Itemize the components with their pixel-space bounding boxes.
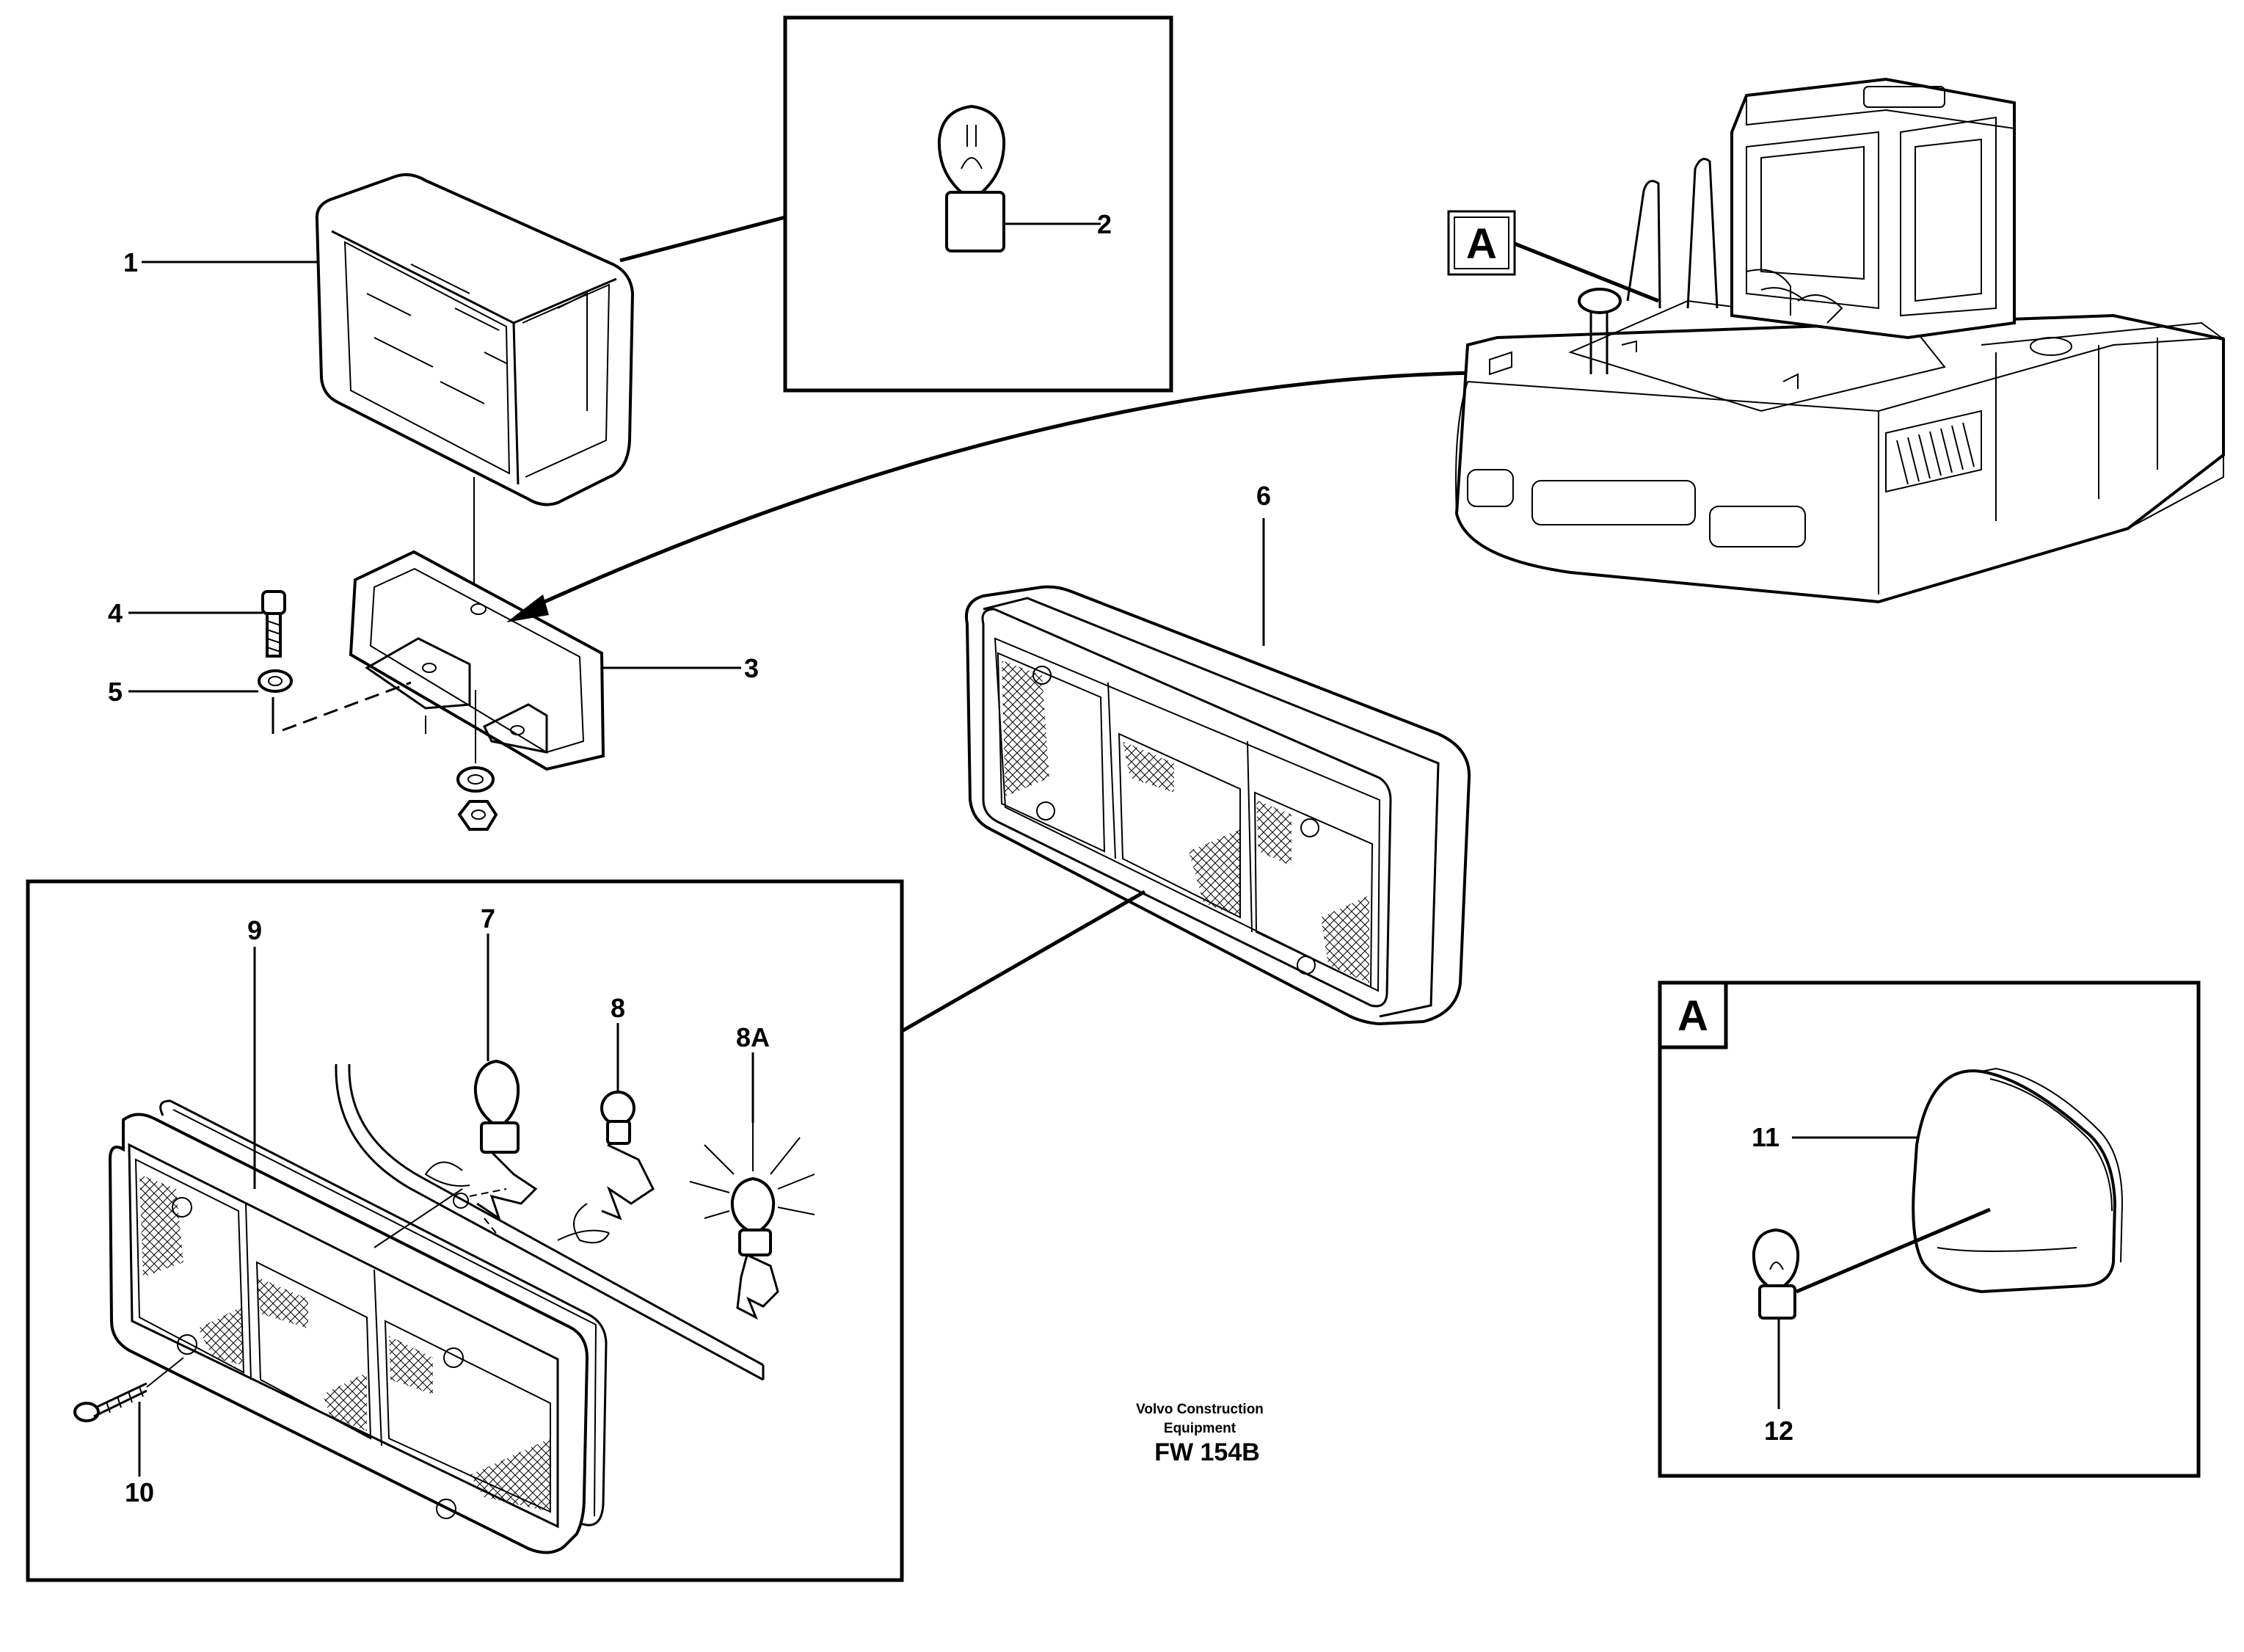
part-label-11: 11	[1752, 1122, 1779, 1152]
tail-lamp-lens-icon	[108, 1099, 608, 1554]
view-marker-leader	[1514, 241, 1659, 303]
tail-lamp-to-detail-leader	[900, 889, 1146, 1033]
bulb-icon-8a	[689, 1123, 815, 1320]
view-marker-machine-inner	[1454, 216, 1509, 269]
part-label-8a: 8A	[736, 1022, 770, 1052]
bulb-icon-7	[424, 1059, 538, 1221]
bulb-icon	[937, 104, 1006, 252]
view-marker-machine: A	[1466, 220, 1497, 268]
credit-line-1: Volvo Construction	[1136, 1402, 1264, 1417]
view-marker-detail: A	[1677, 992, 1708, 1040]
screw-icon	[73, 1382, 147, 1422]
bulb-detail-frame	[783, 15, 1173, 393]
bulb-icon-12	[1752, 1228, 1800, 1320]
marker-bulb-leader	[1796, 1207, 1991, 1294]
machine-to-bracket-arrow	[527, 371, 1476, 611]
view-marker-machine-box	[1447, 210, 1516, 276]
excavator-icon	[1454, 77, 2225, 604]
washer-icon-2	[456, 766, 495, 793]
marker-lamp-detail-frame	[1658, 980, 2201, 1478]
part-label-8: 8	[611, 993, 625, 1023]
work-lamp-icon	[315, 173, 635, 506]
bracket-icon	[349, 550, 605, 771]
cable-2	[348, 1063, 764, 1367]
part-label-10: 10	[125, 1477, 154, 1507]
screw-leader	[146, 1357, 184, 1388]
part-label-12: 12	[1764, 1416, 1793, 1446]
socket-dash	[469, 1188, 507, 1234]
figure-code: FW 154B	[1154, 1438, 1260, 1466]
lamp-to-bulb-leader	[619, 215, 786, 263]
bolt-icon	[261, 590, 286, 658]
part-label-7: 7	[481, 903, 495, 934]
arrow-head	[506, 594, 549, 622]
part-label-2: 2	[1097, 209, 1112, 239]
tail-lamp-detail-frame	[26, 879, 904, 1582]
tail-lamp-icon	[965, 585, 1471, 1026]
bulb-icon-8	[557, 1091, 655, 1244]
view-marker-detail-box	[1658, 980, 1728, 1049]
nut-icon	[457, 800, 498, 831]
credit-line-2: Equipment	[1164, 1421, 1236, 1436]
part-label-1: 1	[123, 247, 138, 277]
part-label-5: 5	[108, 677, 123, 707]
washer-icon	[258, 669, 293, 693]
marker-lamp-icon	[1912, 1067, 2124, 1294]
lens-to-holder-leader	[374, 1188, 463, 1248]
part-label-3: 3	[744, 653, 759, 683]
part-label-4: 4	[108, 598, 123, 628]
part-label-6: 6	[1256, 481, 1271, 511]
socket-hole	[453, 1193, 469, 1209]
bolt-dash	[282, 681, 412, 732]
part-label-9: 9	[247, 915, 262, 945]
cable	[335, 1063, 764, 1381]
